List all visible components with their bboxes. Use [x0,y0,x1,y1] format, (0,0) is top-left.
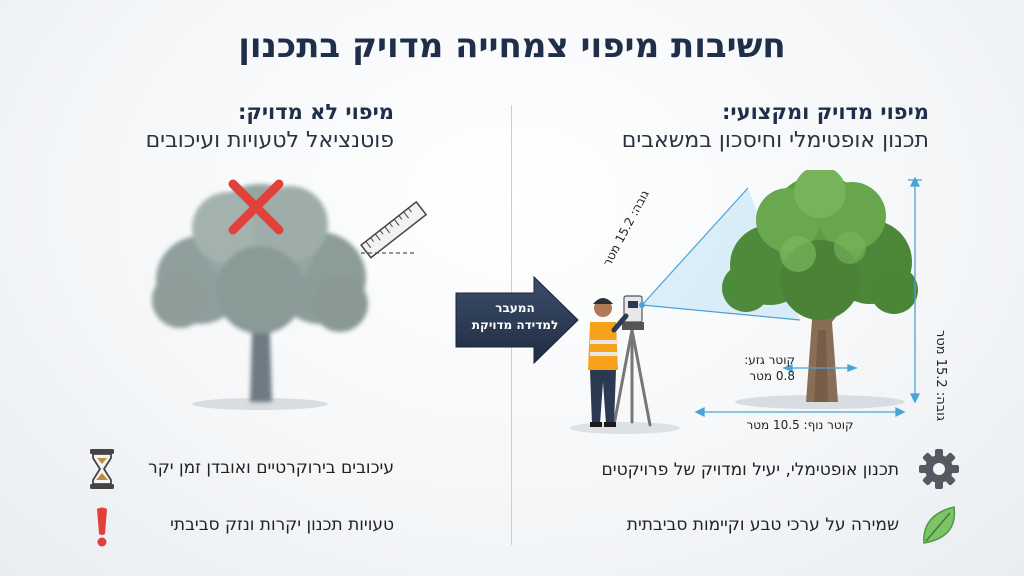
transition-arrow [455,275,579,365]
left-panel-heading: מיפוי לא מדויק: [238,100,394,124]
left-panel-subheading: פוטנציאל לטעויות ועיכובים [145,128,394,153]
error-cross-icon [228,179,284,235]
page-title: חשיבות מיפוי צמחייה מדויק בתכנון [238,26,786,66]
gear-icon [918,448,960,494]
left-item-2-text: טעויות תכנון יקרות ונזק סביבתי [170,515,394,535]
trunk-diameter-label-line1: קוטר גזע: [744,353,795,367]
leaf-icon [920,503,958,551]
trunk-diameter-label-line2: 0.8 מטר [749,369,795,383]
canopy-diameter-label: קוטר נוף: 10.5 מטר [746,418,854,432]
inaccurate-tree-illustration [152,184,368,410]
arrow-label-line2: למדידה מדויקת [471,318,559,332]
accurate-measurement-illustration [570,170,922,434]
right-item-1-text: תכנון אופטימלי, יעיל ומדויק של פרויקטים [601,460,899,480]
arrow-label-line1: המעבר [495,301,535,315]
left-item-1-text: עיכובים בירוקרטיים ואובדן זמן יקר [148,458,394,478]
ruler-icon [360,200,428,259]
right-panel-heading: מיפוי מדויק ומקצועי: [722,100,929,124]
right-panel-subheading: תכנון אופטימלי וחיסכון במשאבים [621,128,929,153]
exclamation-icon [94,506,110,552]
hourglass-icon [88,448,116,494]
right-item-2-text: שמירה על ערכי טבע וקיימות סביבתית [626,515,899,535]
height-vertical-label: גובה: 15.2 מטר [933,330,948,422]
